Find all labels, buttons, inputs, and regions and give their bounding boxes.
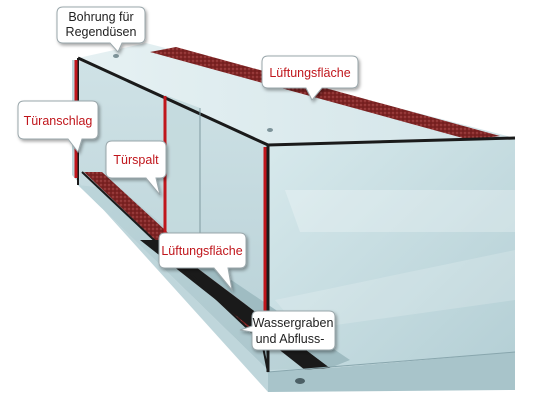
lueftungsflaeche-top-label: Lüftungsfläche (269, 66, 350, 80)
callout-bubble-lueftung-top (261, 55, 359, 101)
front-base (268, 352, 515, 392)
callout-bubble-lueftung-bottom (158, 232, 247, 292)
tuerspalt-label: Türspalt (113, 153, 159, 167)
callout-bubble-wassergraben (239, 310, 336, 351)
svg-text:Wassergraben: Wassergraben (253, 316, 334, 330)
reflection-2 (275, 250, 515, 330)
base-edge (267, 351, 516, 373)
left-outer-wall (72, 60, 268, 392)
inner-divider-face (165, 95, 200, 265)
callout-lueftung-bottom (158, 232, 247, 292)
callout-tueranschlag (17, 100, 99, 154)
lueftungsflaeche-bottom-label: Lüftungsfläche (161, 244, 242, 258)
bohrung-label-line1: Bohrung für (68, 10, 133, 24)
callout-tuerspalt (105, 140, 167, 196)
bohrung-label-line2: Regendüsen (66, 25, 137, 39)
roof-vent-strip (150, 47, 500, 140)
reflection-1 (285, 190, 515, 232)
drain-hole (295, 378, 305, 384)
callout-lueftung-top (261, 55, 359, 101)
svg-text:Regendüsen: Regendüsen (66, 25, 137, 39)
svg-text:und Abfluss-: und Abfluss- (256, 332, 325, 346)
drill-hole-2 (267, 128, 273, 132)
drill-hole-1 (113, 54, 119, 58)
callout-wassergraben (239, 310, 336, 351)
svg-text:Bohrung für: Bohrung für (68, 10, 133, 24)
tueranschlag-label: Türanschlag (24, 114, 93, 128)
callout-bohrung (56, 6, 146, 53)
wassergraben-label-line2: und Abfluss- (256, 332, 325, 346)
callout-bubble-bohrung (56, 6, 146, 53)
wassergraben-label-line1: Wassergraben (253, 316, 334, 330)
callout-bubble-tuerspalt (105, 140, 167, 196)
callout-bubble-tueranschlag (17, 100, 99, 154)
